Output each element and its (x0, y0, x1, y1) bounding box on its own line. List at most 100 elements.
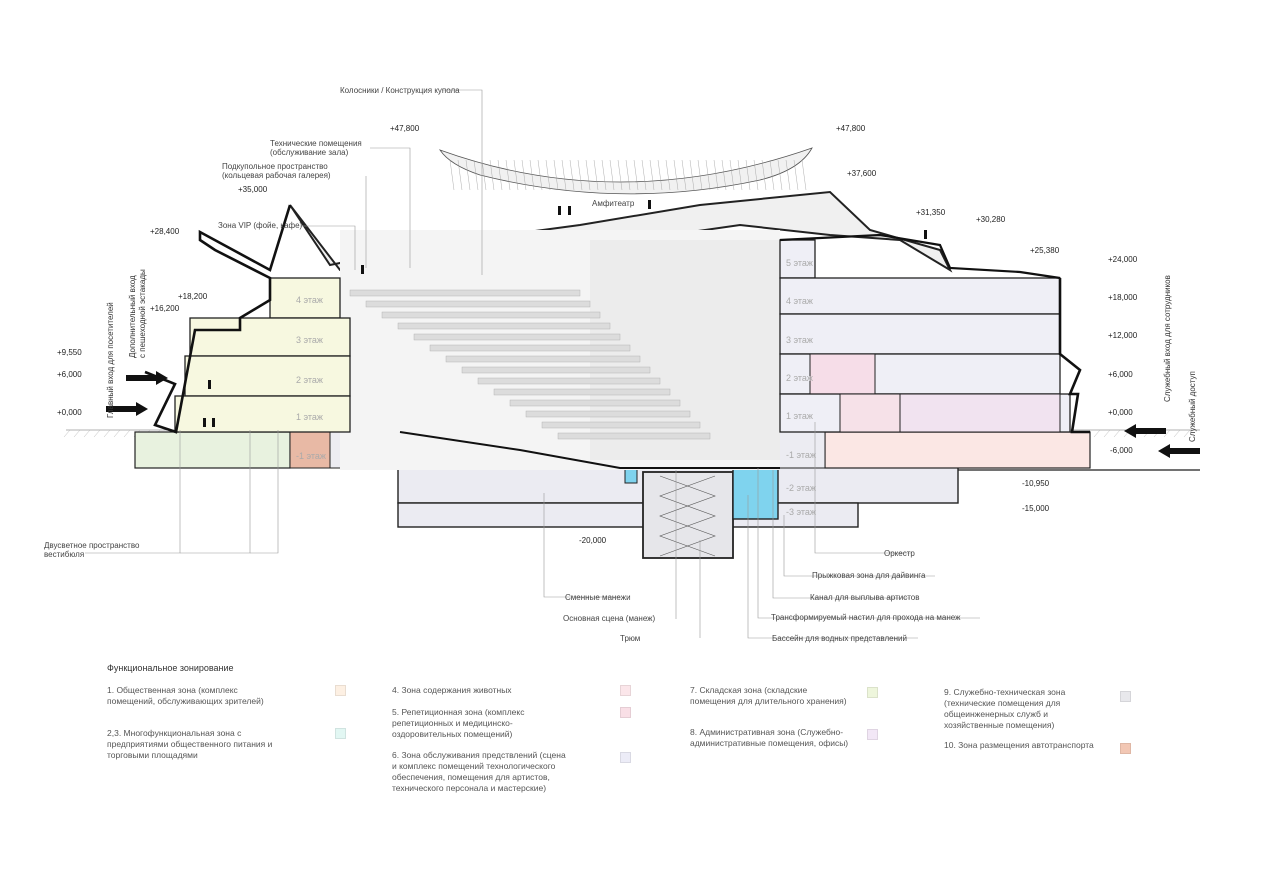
legend-item-2: 2,3. Многофункциональная зона с предприя… (107, 728, 273, 760)
legend-item-8: 8. Административная зона (Служебно-админ… (690, 727, 849, 748)
label-podkup-2: (кольцевая рабочая галерея) (222, 171, 331, 180)
underground-level-3 (397, 502, 859, 528)
legend-title: Функциональное зонирование (107, 663, 234, 673)
arrow-main-entry-icon (106, 402, 148, 416)
level-lm20000: -20,000 (579, 536, 607, 545)
arrow-staff-entry-icon (1124, 424, 1166, 438)
floor-label-rm2: -2 этаж (786, 483, 816, 493)
left-facade (144, 204, 292, 434)
label-add-entry-2: с пешеходной эстакады (138, 269, 147, 358)
level-l35000: +35,000 (238, 185, 268, 194)
legend-swatch-8 (867, 729, 878, 740)
level-l47800a: +47,800 (390, 124, 420, 133)
legend-item-7: 7. Складская зона (складские помещения д… (690, 685, 847, 706)
floor-label-rm1: -1 этаж (786, 450, 816, 460)
right-facade (1058, 278, 1090, 434)
label-tech-2: (обслуживание зала) (270, 148, 349, 157)
left-floor-2 (184, 355, 351, 397)
right-upper-roof (779, 233, 1061, 280)
level-l28400: +28,400 (150, 227, 180, 236)
right-floor-1-rehearsal (839, 393, 901, 433)
legend-panel: Функциональное зонирование 1. Общественн… (0, 655, 1280, 885)
arrow-service-access-icon (1158, 444, 1200, 458)
trum-lift-mechanism (659, 475, 716, 557)
leader-lines (85, 89, 980, 639)
label-kolosniki: Колосники / Конструкция купола (340, 86, 460, 95)
level-l47800b: +47,800 (836, 124, 866, 133)
legend-swatch-5 (620, 707, 631, 718)
level-lm6000: -6,000 (1110, 446, 1133, 455)
label-tech-1: Технические помещения (270, 139, 362, 148)
trum-pit (642, 471, 734, 559)
level-lm10950: -10,950 (1022, 479, 1050, 488)
legend-item-4: 4. Зона содержания животных (392, 685, 512, 695)
legend-swatch-4 (620, 685, 631, 696)
callout-labels: Колосники / Конструкция купола Техническ… (44, 86, 961, 643)
label-trum: Трюм (620, 634, 640, 643)
level-markers: +47,800 +47,800 +37,600 +35,000 +31,350 … (57, 124, 1138, 545)
floor-label-l1: 1 этаж (296, 412, 323, 422)
legend-swatch-6 (620, 752, 631, 763)
label-staff-entry: Служебный вход для сотрудников (1163, 275, 1172, 402)
right-basement-pink (824, 431, 1091, 469)
label-pryzhkovaya: Прыжковая зона для дайвинга (812, 571, 926, 580)
label-vip: Зона VIP (фойе, кафе) (218, 221, 303, 230)
label-bassein: Бассейн для водных представлений (772, 634, 907, 643)
label-osnovnaya: Основная сцена (манеж) (563, 614, 656, 623)
floor-label-r3: 3 этаж (786, 335, 813, 345)
legend-item-1: 1. Общественная зона (комплекс помещений… (107, 685, 264, 706)
floor-label-r4: 4 этаж (786, 296, 813, 306)
level-l25380: +25,380 (1030, 246, 1060, 255)
legend-item-5: 5. Репетиционная зона (комплекс репетици… (392, 707, 525, 739)
right-floor-4 (779, 277, 1061, 315)
label-orkestr: Оркестр (884, 549, 915, 558)
label-smennye: Сменные манежи (565, 593, 631, 602)
right-floor-2-rehearsal (809, 353, 876, 395)
level-l37600: +37,600 (847, 169, 877, 178)
level-l16200: +16,200 (150, 304, 180, 313)
level-l0a: +0,000 (57, 408, 82, 417)
legend-swatch-9 (1120, 691, 1131, 702)
level-l0b: +0,000 (1108, 408, 1133, 417)
floor-label-r5: 5 этаж (786, 258, 813, 268)
level-l6000a: +6,000 (57, 370, 82, 379)
level-l18200: +18,200 (178, 292, 208, 301)
level-l31350: +31,350 (916, 208, 946, 217)
floor-label-r1: 1 этаж (786, 411, 813, 421)
level-lm15000: -15,000 (1022, 504, 1050, 513)
floor-label-lm1: -1 этаж (296, 451, 326, 461)
right-basement-service (777, 431, 826, 469)
label-transform: Трансформируемый настил для прохода на м… (771, 613, 961, 622)
floor-label-rm3: -3 этаж (786, 507, 816, 517)
left-floor-1 (174, 395, 351, 433)
building-section-drawing: +47,800 +47,800 +37,600 +35,000 +31,350 … (44, 86, 1200, 643)
floor-labels: 4 этаж 3 этаж 2 этаж 1 этаж -1 этаж 5 эт… (296, 258, 816, 517)
legend-item-9: 9. Служебно-техническая зона (технически… (944, 687, 1066, 730)
floor-label-l3: 3 этаж (296, 335, 323, 345)
label-add-entry-1: Дополнительный вход (128, 275, 137, 358)
label-dvusvet-2: вестибюля (44, 550, 84, 559)
label-amfi: Амфитеатр (592, 199, 635, 208)
right-floor-3 (779, 313, 1061, 355)
level-l24000: +24,000 (1108, 255, 1138, 264)
label-main-entry: Главный вход для посетителей (106, 302, 115, 418)
people-figures (203, 200, 927, 427)
left-floor-3 (189, 317, 351, 357)
legend-item-10: 10. Зона размещения автотранспорта (944, 740, 1094, 750)
level-l18000: +18,000 (1108, 293, 1138, 302)
basement-zone-green (134, 431, 291, 469)
dome-ribs (449, 159, 807, 191)
label-dvusvet-1: Двусветное пространство (44, 541, 140, 550)
label-kanal: Канал для выплыва артистов (810, 593, 919, 602)
legend-swatch-10 (1120, 743, 1131, 754)
right-floor-1-admin (899, 393, 1061, 433)
legend-swatch-2 (335, 728, 346, 739)
seating-tiers (349, 289, 711, 440)
basement-zone-parking (289, 431, 331, 469)
floor-label-l4: 4 этаж (296, 295, 323, 305)
floor-label-r2: 2 этаж (786, 373, 813, 383)
floor-label-l2: 2 этаж (296, 375, 323, 385)
vertical-labels: Главный вход для посетителей Дополнитель… (106, 269, 1197, 442)
level-l30280: +30,280 (976, 215, 1006, 224)
pool (732, 466, 779, 520)
